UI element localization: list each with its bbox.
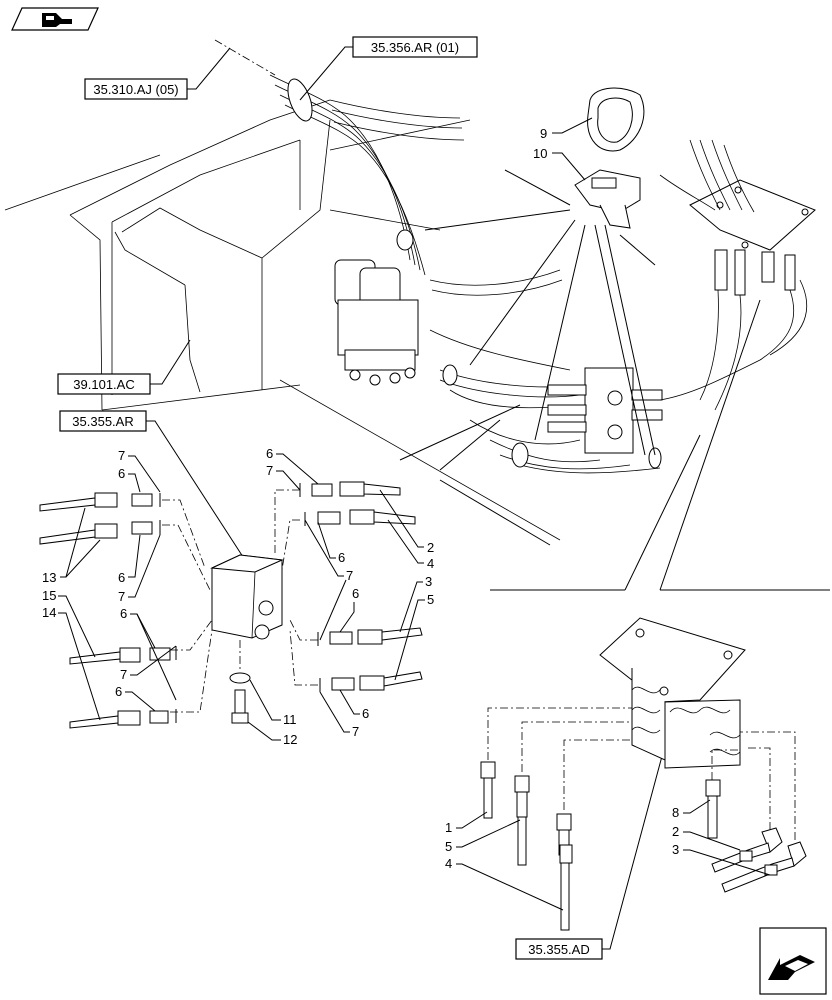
- fitting-6: [131, 493, 153, 507]
- dash-leaders: [162, 489, 318, 713]
- hose-15: [69, 646, 177, 665]
- detail-hose-4: [556, 813, 573, 931]
- bolt-part-12: [231, 689, 249, 724]
- callout-number-7: 7: [346, 568, 353, 583]
- strap-part-9: [587, 87, 645, 152]
- callout-number-3: 3: [672, 842, 679, 857]
- ref-35-310-aj[interactable]: 35.310.AJ (05): [84, 47, 231, 100]
- callout-number-12: 12: [283, 732, 297, 747]
- hose-5: [319, 671, 423, 692]
- machine-outline: [4, 99, 561, 541]
- book-nav-icon[interactable]: [11, 7, 99, 31]
- detail-hose-1: [480, 761, 496, 819]
- joystick-assembly: [334, 259, 419, 386]
- callout-number-6: 6: [338, 550, 345, 565]
- clip-part-10: [574, 169, 641, 229]
- callout-number-5: 5: [445, 839, 452, 854]
- valve-block-exploded: [210, 554, 284, 724]
- callout-number-6: 6: [352, 586, 359, 601]
- hose-13a: [39, 492, 161, 512]
- detail-hose-3: [721, 841, 807, 893]
- left-callouts: 7 6 13 6 15 7 14 6 7 6: [42, 448, 177, 721]
- callout-number-6: 6: [115, 684, 122, 699]
- hose-2: [299, 481, 401, 497]
- detail-hose-2: [711, 827, 783, 873]
- callout-number-7: 7: [118, 448, 125, 463]
- detail-callouts: 1 5 4 8 2 3: [445, 799, 771, 911]
- callout-number-3: 3: [425, 574, 432, 589]
- callout-number-35.355.AR: 35.355.AR: [72, 414, 133, 429]
- callout-number-4: 4: [445, 856, 452, 871]
- callout-number-4: 4: [427, 556, 434, 571]
- callout-number-35.355.AD: 35.355.AD: [528, 942, 589, 957]
- callout-number-2: 2: [427, 540, 434, 555]
- cable-harness: [214, 39, 661, 474]
- callout-number-5: 5: [427, 592, 434, 607]
- callout-number-14: 14: [42, 605, 56, 620]
- detail-leaders: [487, 707, 796, 840]
- callout-number-7: 7: [352, 724, 359, 739]
- washer-part-11: [229, 672, 251, 684]
- hose-14: [69, 709, 177, 729]
- callout-number-11: 11: [283, 712, 297, 727]
- ref-39-101-ac[interactable]: 39.101.AC: [57, 339, 191, 395]
- ref-35-356-ar[interactable]: 35.356.AR (01): [299, 36, 478, 101]
- ref-35-355-ad[interactable]: 35.355.AD: [515, 744, 666, 960]
- callout-number-39.101.AC: 39.101.AC: [73, 377, 134, 392]
- callout-10: 10: [533, 146, 547, 161]
- pointer-lines: [399, 169, 830, 591]
- callout-number-7: 7: [118, 589, 125, 604]
- detail-bracket: [599, 617, 746, 769]
- callout-number-7: 7: [266, 463, 273, 478]
- callout-number-15: 15: [42, 588, 56, 603]
- callout-number-2: 2: [672, 824, 679, 839]
- callout-number-6: 6: [120, 606, 127, 621]
- detail-hose-5: [514, 775, 530, 866]
- callout-number-7: 7: [120, 667, 127, 682]
- callout-number-6: 6: [266, 446, 273, 461]
- callout-number-1: 1: [445, 820, 452, 835]
- callout-number-35.310.AJ (05): 35.310.AJ (05): [93, 82, 178, 97]
- callout-number-6: 6: [362, 706, 369, 721]
- detail-hose-8: [705, 779, 721, 839]
- callout-number-35.356.AR (01): 35.356.AR (01): [371, 40, 459, 55]
- valve-block-assembly: [396, 229, 663, 469]
- ref-35-355-ar[interactable]: 35.355.AR: [59, 410, 246, 561]
- callout-9: 9: [540, 126, 547, 141]
- callout-number-6: 6: [118, 570, 125, 585]
- hose-3: [317, 627, 423, 646]
- callout-number-13: 13: [42, 570, 56, 585]
- arrow-nav-icon[interactable]: [759, 927, 827, 995]
- bracket-assembly: [659, 139, 816, 411]
- callout-number-8: 8: [672, 805, 679, 820]
- callout-number-6: 6: [118, 466, 125, 481]
- hose-4: [304, 509, 416, 526]
- right-callouts: 6 7 2 4 6 7 6 3 5 6 7 11 12: [247, 446, 434, 747]
- hose-13b: [39, 520, 161, 545]
